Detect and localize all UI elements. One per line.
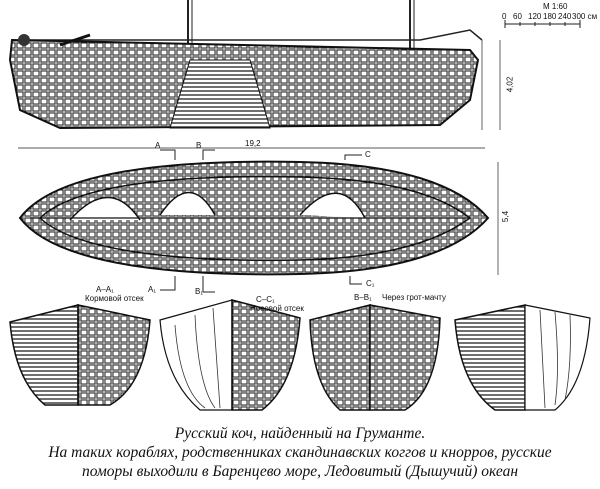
scale-tick: 120 — [528, 12, 542, 21]
section-c-id: C–C₁ — [256, 295, 275, 304]
scale-tick: 0 — [502, 12, 507, 21]
section-mark-a: A — [155, 141, 161, 150]
scale-tick: 60 — [513, 12, 522, 21]
section-c — [159, 299, 301, 411]
section-mark-c: C — [365, 150, 371, 159]
scale-title: M 1:60 — [543, 2, 568, 11]
scale-tick: 180 — [543, 12, 557, 21]
section-b-name: Через грот-мачту — [382, 293, 447, 302]
length-dimension: 19,2 — [245, 139, 261, 148]
section-mark-a1: A₁ — [148, 285, 157, 294]
section-a — [9, 304, 151, 406]
section-b-id: B–B₁ — [354, 293, 372, 302]
section-b — [309, 304, 441, 411]
section-mark-b: B — [196, 141, 202, 150]
caption-line: поморы выходили в Баренцево море, Ледови… — [81, 463, 519, 480]
section-c-name: Носовой отсек — [250, 304, 304, 313]
scale-tick: 240 — [558, 12, 572, 21]
section-mark-b1: B₁ — [195, 287, 204, 296]
caption-line: На таких кораблях, родственниках скандин… — [48, 444, 552, 461]
side-view — [8, 0, 483, 130]
caption: Русский коч, найденный на Груманте. На т… — [0, 424, 600, 481]
section-d — [454, 304, 591, 411]
section-a-name: Кормовой отсек — [85, 294, 144, 303]
section-mark-c1: C₁ — [366, 279, 375, 288]
caption-title: Русский коч, найденный на Груманте. — [174, 425, 426, 442]
beam-dimension: 5,4 — [501, 210, 511, 223]
section-a-id: A–A₁ — [96, 285, 114, 294]
height-dimension: 4,02 — [505, 76, 515, 93]
plan-view — [18, 160, 490, 276]
scale-tick: 300 см — [572, 12, 598, 21]
